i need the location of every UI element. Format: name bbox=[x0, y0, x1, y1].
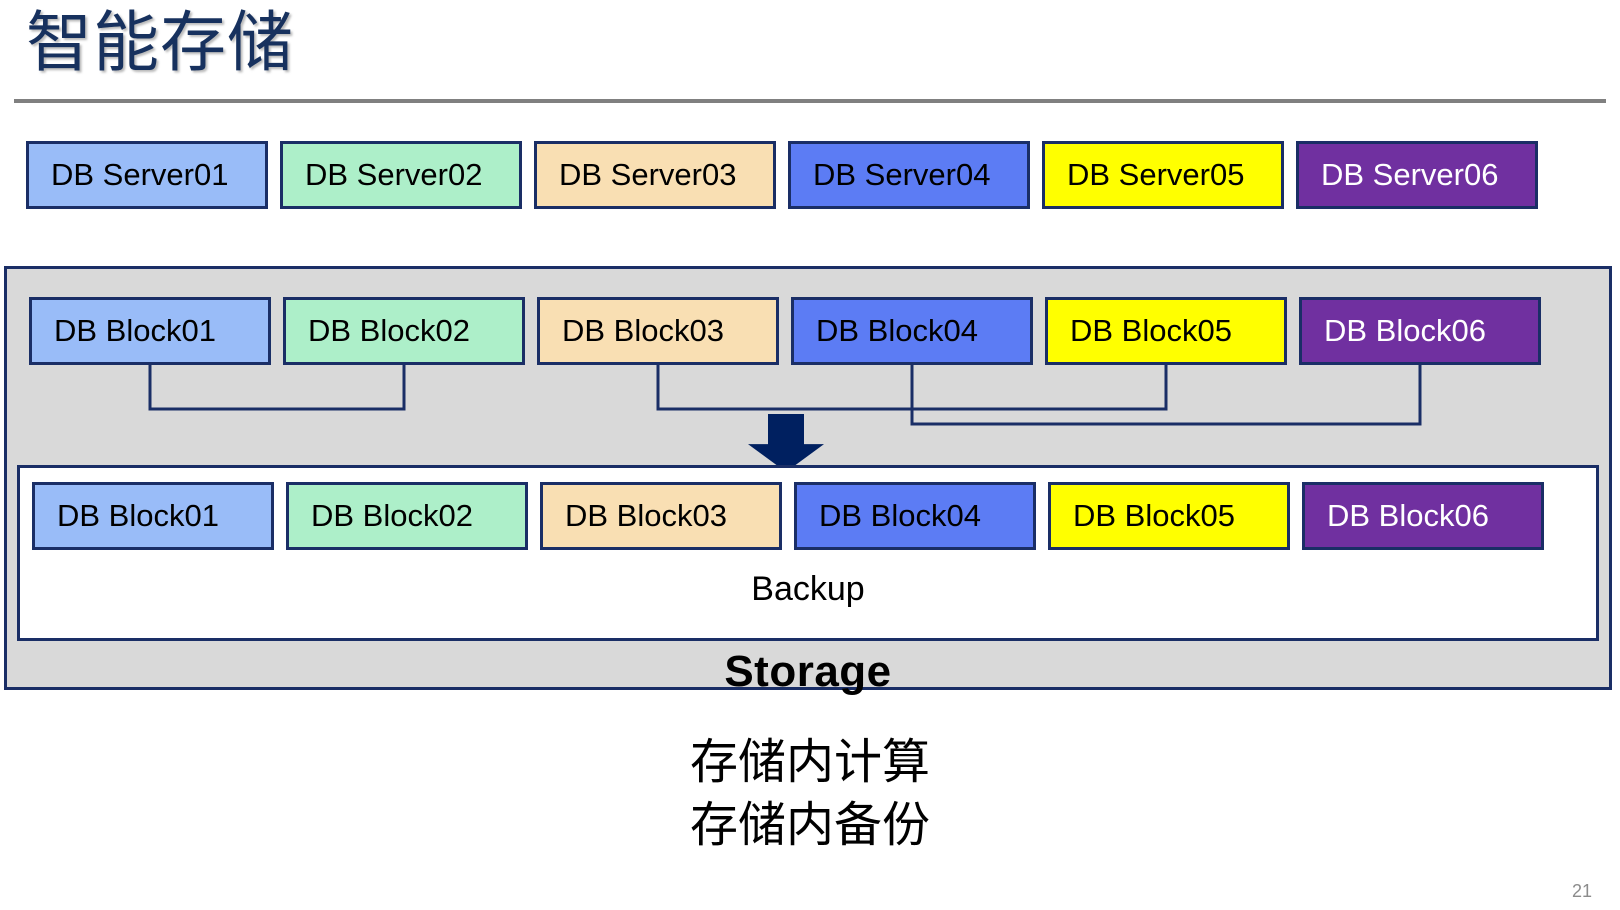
title-divider bbox=[14, 99, 1606, 103]
db-block-backup-1: DB Block01 bbox=[32, 482, 274, 550]
db-block-top-label: DB Block06 bbox=[1324, 313, 1486, 348]
storage-container: Backup DB Block01 DB Block02 DB Block03 DB … bbox=[4, 266, 1612, 696]
connector-block04-to-block06 bbox=[910, 365, 1422, 426]
db-block-backup-label: DB Block05 bbox=[1073, 498, 1235, 533]
db-block-backup-label: DB Block02 bbox=[311, 498, 473, 533]
db-block-backup-2: DB Block02 bbox=[286, 482, 528, 550]
db-server-label: DB Server05 bbox=[1067, 157, 1245, 192]
db-block-backup-label: DB Block04 bbox=[819, 498, 981, 533]
db-block-top-6: DB Block06 bbox=[1299, 297, 1541, 365]
db-block-top-label: DB Block05 bbox=[1070, 313, 1232, 348]
page-title: 智能存储 bbox=[26, 5, 294, 79]
backup-label: Backup bbox=[751, 570, 865, 608]
db-server-label: DB Server04 bbox=[813, 157, 991, 192]
db-block-backup-5: DB Block05 bbox=[1048, 482, 1290, 550]
connector-block01-to-block02 bbox=[148, 365, 406, 411]
db-server-label: DB Server01 bbox=[51, 157, 229, 192]
db-block-top-label: DB Block04 bbox=[816, 313, 978, 348]
db-server-label: DB Server03 bbox=[559, 157, 737, 192]
db-block-top-2: DB Block02 bbox=[283, 297, 525, 365]
storage-label: Storage bbox=[724, 647, 892, 696]
db-block-top-4: DB Block04 bbox=[791, 297, 1033, 365]
db-block-top-3: DB Block03 bbox=[537, 297, 779, 365]
db-block-top-label: DB Block02 bbox=[308, 313, 470, 348]
db-server-5: DB Server05 bbox=[1042, 141, 1284, 209]
db-block-backup-label: DB Block06 bbox=[1327, 498, 1489, 533]
db-block-top-1: DB Block01 bbox=[29, 297, 271, 365]
db-block-backup-label: DB Block03 bbox=[565, 498, 727, 533]
db-server-3: DB Server03 bbox=[534, 141, 776, 209]
db-block-backup-6: DB Block06 bbox=[1302, 482, 1544, 550]
db-server-label: DB Server02 bbox=[305, 157, 483, 192]
page-number: 21 bbox=[1571, 881, 1592, 901]
db-block-top-label: DB Block01 bbox=[54, 313, 216, 348]
db-server-2: DB Server02 bbox=[280, 141, 522, 209]
backup-box: Backup DB Block01 DB Block02 DB Block03 DB … bbox=[17, 465, 1599, 641]
caption-in-storage-backup: 存储内备份 bbox=[689, 799, 930, 852]
caption-in-storage-compute: 存储内计算 bbox=[689, 736, 930, 789]
db-block-backup-label: DB Block01 bbox=[57, 498, 219, 533]
db-block-backup-3: DB Block03 bbox=[540, 482, 782, 550]
connector-block03-to-block05 bbox=[656, 365, 1168, 411]
down-arrow-icon bbox=[748, 414, 824, 472]
db-block-backup-4: DB Block04 bbox=[794, 482, 1036, 550]
db-block-top-5: DB Block05 bbox=[1045, 297, 1287, 365]
db-server-4: DB Server04 bbox=[788, 141, 1030, 209]
db-block-top-label: DB Block03 bbox=[562, 313, 724, 348]
db-server-label: DB Server06 bbox=[1321, 157, 1499, 192]
db-server-6: DB Server06 bbox=[1296, 141, 1538, 209]
db-server-1: DB Server01 bbox=[26, 141, 268, 209]
